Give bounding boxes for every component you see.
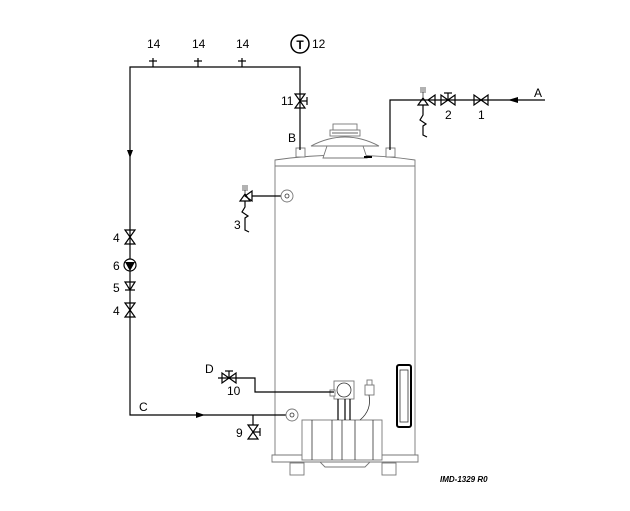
label-5: 5 (113, 281, 120, 295)
label-9: 9 (236, 426, 243, 440)
flue-hood (310, 123, 380, 159)
label-b: B (288, 131, 296, 145)
label-14-b: 14 (192, 37, 206, 51)
flow-arrow-down (127, 150, 133, 158)
label-2: 2 (445, 108, 452, 122)
drain-valve-9 (246, 415, 261, 440)
relief-valve-3 (238, 185, 294, 233)
label-d: D (205, 362, 214, 376)
igniter-module (359, 379, 375, 421)
label-4-lower: 4 (113, 304, 120, 318)
inlet-port-c (285, 408, 299, 422)
label-6: 6 (113, 259, 120, 273)
check-valve-5 (123, 281, 137, 292)
burner-assembly (301, 419, 383, 461)
label-c: C (139, 400, 148, 414)
label-14-c: 14 (236, 37, 250, 51)
valve-11 (293, 93, 308, 109)
label-1: 1 (478, 108, 485, 122)
thermometer-12: T (290, 34, 310, 54)
label-14-a: 14 (147, 37, 161, 51)
drawing-reference: IMD-1329 R0 (440, 475, 488, 484)
recirculation-piping (127, 58, 301, 418)
thermometer-symbol: T (296, 38, 304, 52)
label-10: 10 (227, 384, 241, 398)
cold-water-supply (389, 87, 545, 150)
access-panel (396, 364, 412, 428)
label-11: 11 (281, 94, 294, 108)
flow-arrow-right (196, 412, 205, 418)
label-4-upper: 4 (113, 231, 120, 245)
label-3: 3 (234, 218, 241, 232)
label-a: A (534, 86, 542, 100)
label-12: 12 (312, 37, 326, 51)
gas-control-valve (329, 380, 355, 420)
gas-supply-line (218, 370, 334, 393)
valve-4-upper (123, 229, 137, 245)
pump-6 (123, 258, 137, 272)
valve-4-lower (123, 302, 137, 318)
